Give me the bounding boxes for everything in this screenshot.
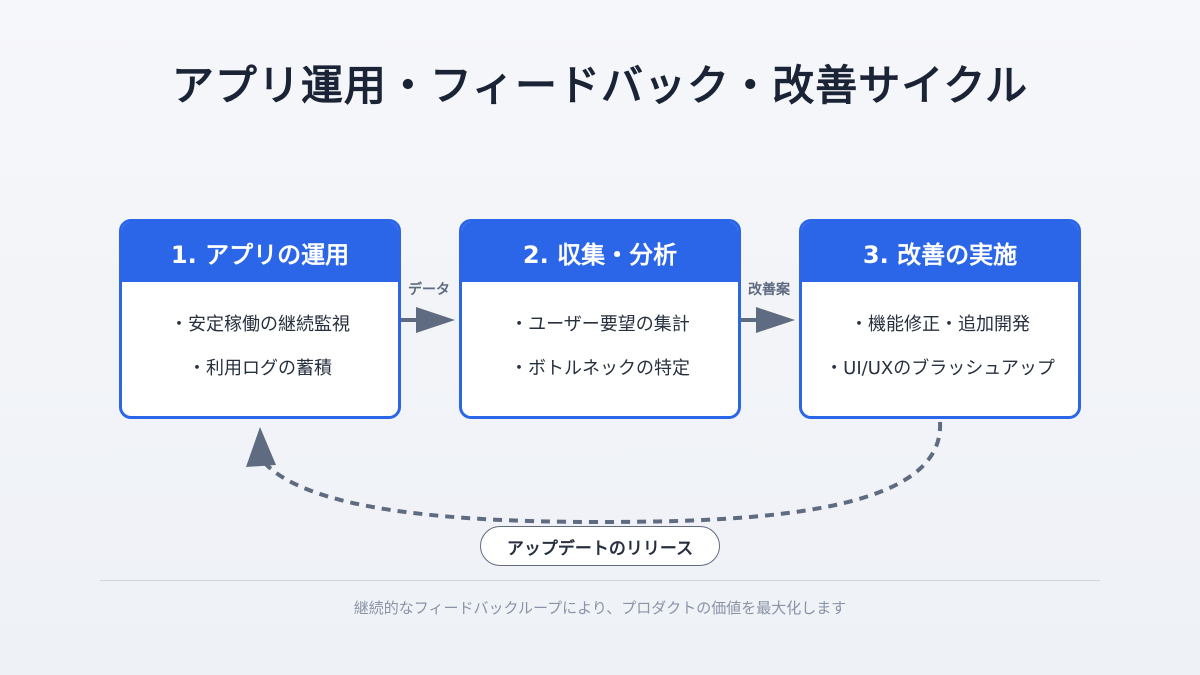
- footer-divider: [100, 580, 1100, 581]
- step-card-body: ・機能修正・追加開発 ・UI/UXのブラッシュアップ: [802, 282, 1078, 400]
- feedback-loop-path: [260, 421, 943, 525]
- arrow-head-icon: [756, 307, 795, 333]
- connector-label-proposal: 改善案: [748, 282, 790, 298]
- step-card-header: 1. アプリの運用: [122, 222, 398, 282]
- step-item: ・ボトルネックの特定: [510, 358, 690, 379]
- connector-label-data: データ: [408, 282, 450, 298]
- step-item: ・UI/UXのブラッシュアップ: [825, 358, 1055, 379]
- loop-arrow-head-icon: [246, 427, 276, 467]
- footer-caption: 継続的なフィードバックループにより、プロダクトの価値を最大化します: [353, 599, 847, 617]
- step-card-body: ・ユーザー要望の集計 ・ボトルネックの特定: [462, 282, 738, 400]
- step-card-header: 3. 改善の実施: [802, 222, 1078, 282]
- step-card-header: 2. 収集・分析: [462, 222, 738, 282]
- release-label: アップデートのリリース: [480, 526, 720, 566]
- step-item: ・安定稼働の継続監視: [170, 314, 350, 335]
- step-card-body: ・安定稼働の継続監視 ・利用ログの蓄積: [122, 282, 398, 400]
- step-item: ・利用ログの蓄積: [188, 358, 332, 379]
- step-card-operation: 1. アプリの運用 ・安定稼働の継続監視 ・利用ログの蓄積: [119, 219, 401, 419]
- arrow-head-icon: [416, 307, 455, 333]
- page-title: アプリ運用・フィードバック・改善サイクル: [171, 61, 1029, 110]
- step-item: ・ユーザー要望の集計: [510, 314, 690, 335]
- step-card-analysis: 2. 収集・分析 ・ユーザー要望の集計 ・ボトルネックの特定: [459, 219, 741, 419]
- step-item: ・機能修正・追加開発: [850, 314, 1030, 335]
- step-card-improvement: 3. 改善の実施 ・機能修正・追加開発 ・UI/UXのブラッシュアップ: [799, 219, 1081, 419]
